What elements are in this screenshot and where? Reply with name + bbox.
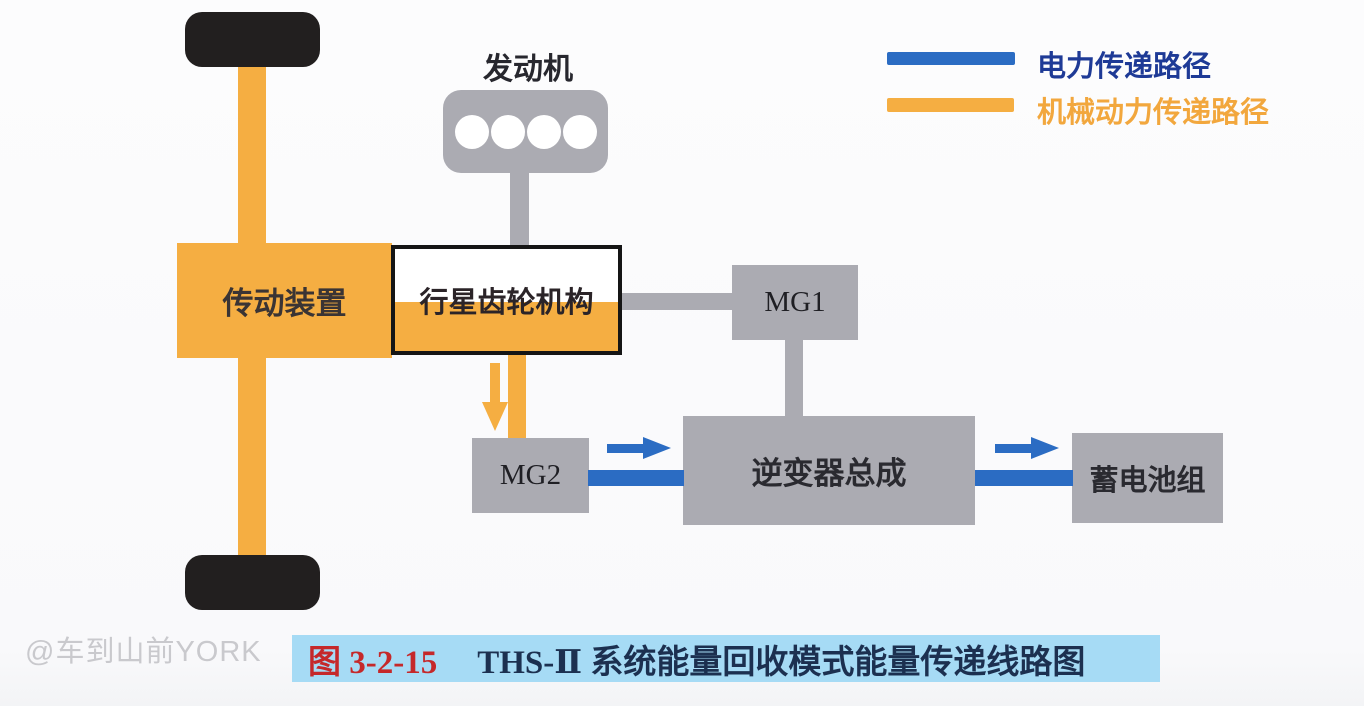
- engine-cylinder-icon: [454, 114, 489, 149]
- transmission-box: 传动装置: [177, 243, 392, 358]
- engine-cylinder-icon: [490, 114, 525, 149]
- mg2-label: MG2: [499, 459, 562, 491]
- mg1-box: MG1: [732, 265, 858, 340]
- mg2-to-inverter-electric-bar: [588, 470, 684, 486]
- planetary-to-mg2-shaft: [508, 352, 526, 438]
- engine-label: 发动机: [483, 53, 573, 86]
- inverter-label: 逆变器总成: [751, 456, 907, 491]
- electric-flow-right-arrow-icon: [607, 444, 643, 453]
- figure-number: 图 3-2-15: [308, 644, 438, 681]
- planetary-to-mg1-connector: [620, 293, 732, 310]
- inverter-to-battery-electric-bar: [975, 470, 1073, 486]
- mg2-box: MG2: [472, 438, 589, 513]
- electric-flow-right-arrowhead-icon: [1031, 437, 1059, 459]
- legend-electric-label: 电力传递路径: [1037, 51, 1212, 83]
- legend-mechanical-bar-icon: [887, 98, 1014, 112]
- front-wheel: [185, 12, 320, 67]
- mechanical-flow-down-arrow-icon: [490, 363, 500, 403]
- rear-wheel: [185, 555, 320, 610]
- battery-label: 蓄电池组: [1089, 465, 1206, 497]
- figure-title: THS-Ⅱ 系统能量回收模式能量传递线路图: [477, 644, 1086, 681]
- watermark: @车到山前YORK: [25, 636, 262, 668]
- planetary-orange-fill: [395, 302, 618, 351]
- engine-cylinder-icon: [526, 114, 561, 149]
- mg1-label: MG1: [764, 286, 826, 318]
- figure-caption: 图 3-2-15 THS-Ⅱ 系统能量回收模式能量传递线路图: [292, 635, 1160, 682]
- legend-electric-bar-icon: [887, 52, 1015, 65]
- mechanical-flow-down-arrowhead-icon: [482, 402, 508, 431]
- planetary-gear-box: 行星齿轮机构: [391, 245, 622, 355]
- electric-flow-right-arrowhead-icon: [643, 437, 671, 459]
- engine-icon: [443, 90, 608, 173]
- inverter-box: 逆变器总成: [683, 416, 975, 525]
- mg1-to-inverter-connector: [785, 338, 803, 418]
- legend-mechanical-label: 机械动力传递路径: [1037, 97, 1270, 129]
- planetary-label: 行星齿轮机构: [419, 287, 594, 319]
- engine-to-planetary-connector: [510, 169, 529, 247]
- transmission-label: 传动装置: [222, 286, 347, 321]
- electric-flow-right-arrow-icon: [995, 444, 1031, 453]
- engine-cylinder-icon: [562, 114, 597, 149]
- battery-box: 蓄电池组: [1072, 433, 1223, 523]
